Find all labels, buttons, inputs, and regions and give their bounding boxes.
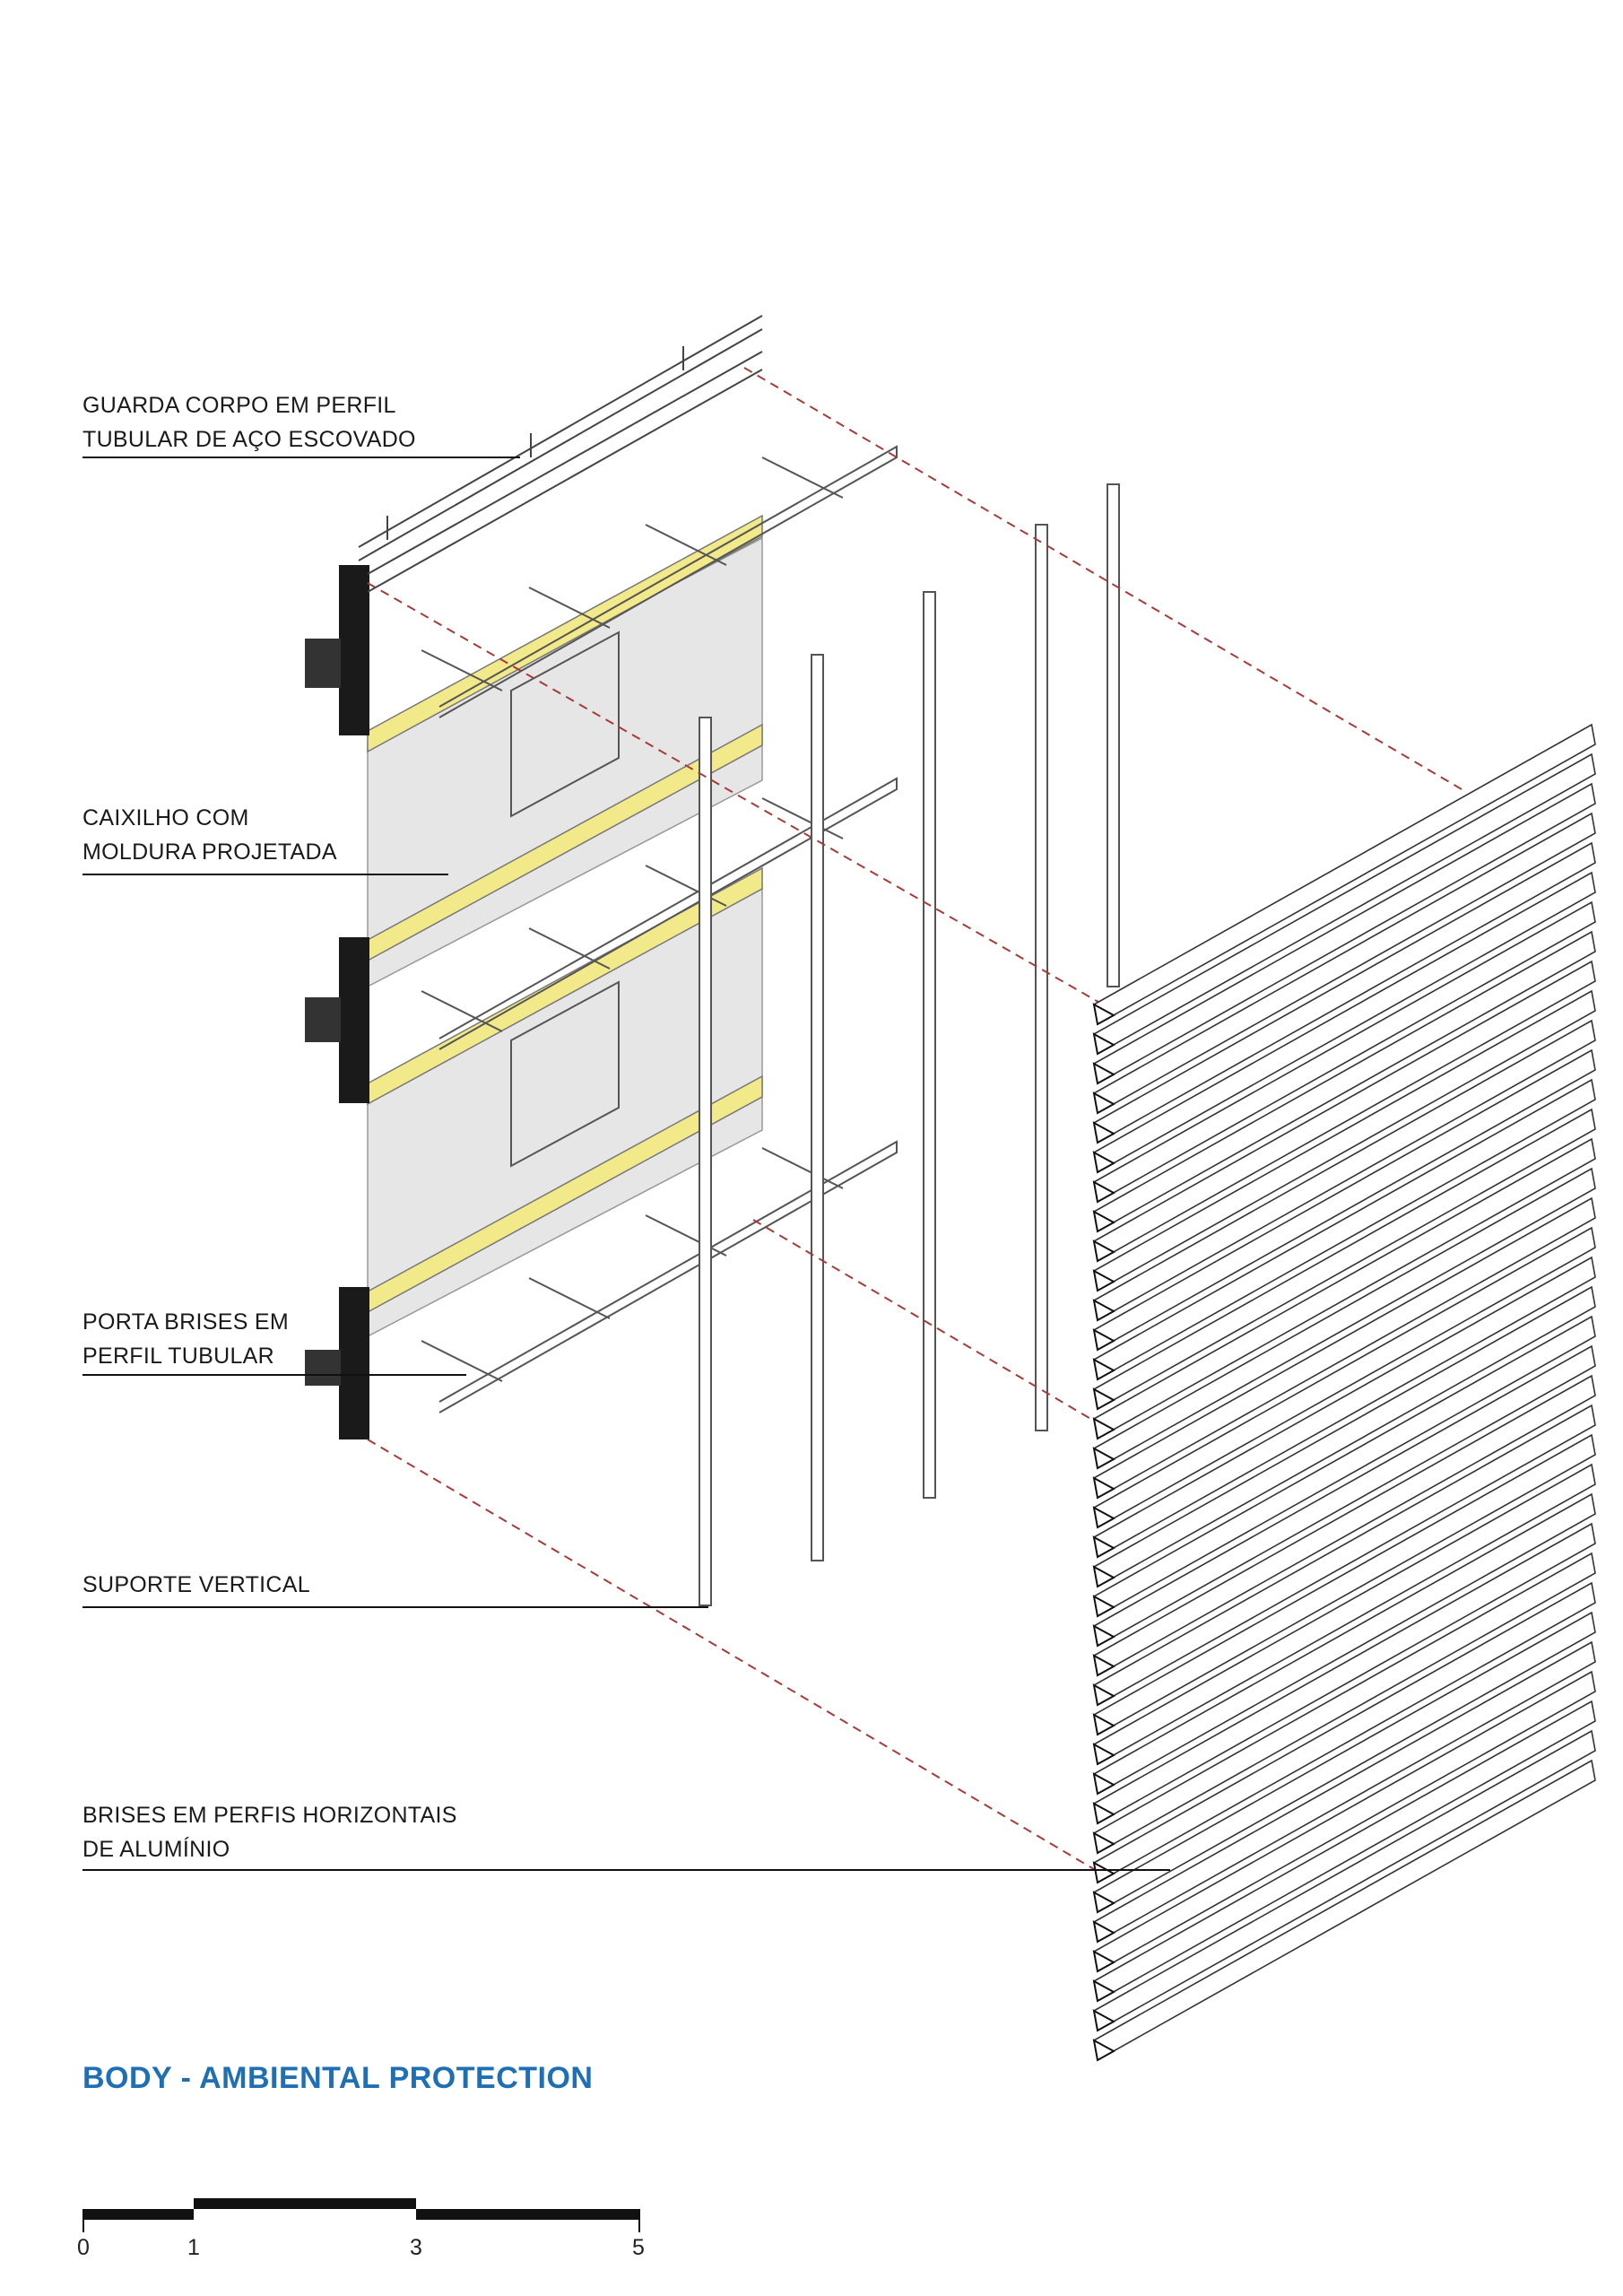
brise-profile-end xyxy=(1092,1506,1116,1529)
vertical-support-5 xyxy=(1107,483,1120,987)
slab-edges xyxy=(367,514,763,1314)
label-brises: BRISES EM PERFIS HORIZONTAIS DE ALUMÍNIO xyxy=(82,1803,457,1862)
brise-profile-end xyxy=(1092,2009,1116,2032)
brise-profile-end xyxy=(1092,1683,1116,1707)
brise-profile-end xyxy=(1092,1032,1116,1056)
slab-section-2 xyxy=(339,937,369,1103)
brise-profile-end xyxy=(1092,1565,1116,1588)
brise-profile-end xyxy=(1092,1180,1116,1204)
brise-profile-end xyxy=(1092,1210,1116,1233)
brise-profile-end xyxy=(1092,1062,1116,1085)
scale-tick-5: 5 xyxy=(632,2235,645,2260)
brise-profile-end xyxy=(1092,1358,1116,1381)
brise-profile-end xyxy=(1092,1328,1116,1352)
brise-profile-end xyxy=(1092,1595,1116,1618)
label-guarda-corpo: GUARDA CORPO EM PERFIL TUBULAR DE AÇO ES… xyxy=(82,393,416,452)
vertical-support-2 xyxy=(811,654,824,1561)
brise-profile-end xyxy=(1092,1861,1116,1884)
aluminium-brises xyxy=(1092,723,1596,2062)
window-frame-lower xyxy=(510,980,620,1168)
scale-bar-segment-0-1 xyxy=(82,2209,194,2220)
label-suporte-vertical: SUPORTE VERTICAL xyxy=(82,1572,310,1597)
drawing-title: BODY - AMBIENTAL PROTECTION xyxy=(82,2061,594,2095)
scale-tick-1: 1 xyxy=(187,2235,200,2260)
brise-profile-end xyxy=(1092,1654,1116,1677)
vertical-support-3 xyxy=(923,591,936,1499)
brise-profile-end xyxy=(1092,2039,1116,2062)
brise-profile-end xyxy=(1092,1387,1116,1411)
scale-bar-segment-1-3 xyxy=(194,2198,416,2209)
scale-tick-0: 0 xyxy=(77,2235,90,2260)
carrier-3 xyxy=(438,1140,898,1413)
brise-profile-end xyxy=(1092,1624,1116,1648)
scale-bar-segment-3-5 xyxy=(416,2209,640,2220)
vertical-supports xyxy=(699,483,1120,1606)
brise-profile-end xyxy=(1092,1713,1116,1736)
label-porta-brises: PORTA BRISES EM PERFIL TUBULAR xyxy=(82,1309,290,1369)
vertical-support-1 xyxy=(699,717,712,1606)
brise-carriers xyxy=(421,445,898,1413)
brise-profile-end xyxy=(1092,1535,1116,1559)
brise-profile-end xyxy=(1092,1743,1116,1766)
slab-section-1 xyxy=(339,565,369,735)
slab-edge-1 xyxy=(367,514,763,753)
slab-section-3 xyxy=(339,1287,369,1439)
scale-bar xyxy=(82,2198,640,2232)
vertical-support-4 xyxy=(1035,524,1048,1431)
brise-profile-end xyxy=(1092,1447,1116,1470)
brise-profile-end xyxy=(1092,1003,1116,1026)
brise-profile-end xyxy=(1092,1239,1116,1263)
guard-rail xyxy=(358,315,763,593)
brise-profile-end xyxy=(1092,1299,1116,1322)
window-frame-upper xyxy=(510,631,620,818)
brise-profile-end xyxy=(1092,1476,1116,1500)
brise-profile-end xyxy=(1092,1151,1116,1174)
label-caixilho: CAIXILHO COM MOLDURA PROJETADA xyxy=(82,805,337,865)
brise-profile-end xyxy=(1092,1772,1116,1796)
brise-profile-end xyxy=(1092,1979,1116,2003)
slab-sections xyxy=(305,565,369,1439)
brise-profile-end xyxy=(1092,1269,1116,1292)
brise-profile-end xyxy=(1092,1121,1116,1144)
scale-tick-3: 3 xyxy=(410,2235,422,2260)
brise-profile-end xyxy=(1092,1091,1116,1115)
brise-profile-end xyxy=(1092,1950,1116,1973)
brise-profile-end xyxy=(1092,1417,1116,1440)
brise-profile-end xyxy=(1092,1802,1116,1825)
brise-profile-end xyxy=(1092,1831,1116,1855)
brise-profile-end xyxy=(1092,1920,1116,1944)
carrier-1 xyxy=(438,445,898,718)
leader-lines xyxy=(82,457,1170,1871)
brise-profile-end xyxy=(1092,1891,1116,1914)
projection-lines xyxy=(367,367,1462,1875)
carrier-2 xyxy=(438,777,898,1050)
